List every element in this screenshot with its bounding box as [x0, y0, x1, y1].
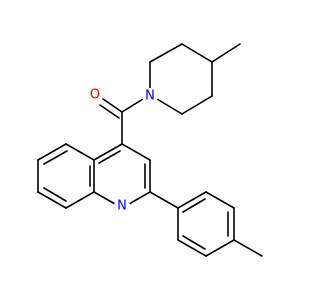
- bond: [102, 98, 123, 113]
- piperidine-nitrogen-label: N: [145, 89, 155, 104]
- bond: [99, 104, 120, 119]
- atom-layer: O N N: [87, 87, 158, 214]
- oxygen-atom-label: O: [90, 88, 100, 103]
- bond: [121, 98, 144, 113]
- bond: [98, 150, 121, 164]
- bond: [181, 95, 213, 115]
- bond: [177, 191, 207, 209]
- bond: [128, 191, 151, 205]
- bond: [233, 239, 263, 257]
- bond: [149, 43, 183, 63]
- bond: [177, 239, 207, 257]
- oxygen-atom: O: [87, 87, 103, 103]
- bond-layer: [37, 43, 263, 257]
- bond: [121, 143, 151, 161]
- bond: [205, 191, 235, 209]
- bond: [156, 98, 183, 115]
- bond: [37, 143, 67, 161]
- bond: [65, 191, 95, 209]
- molecule-diagram: O N N: [37, 43, 263, 257]
- piperidine-nitrogen-atom: N: [142, 88, 158, 104]
- bond: [149, 191, 179, 209]
- bond: [211, 43, 241, 63]
- bond: [205, 239, 235, 257]
- bond: [65, 143, 95, 161]
- bond: [182, 235, 206, 250]
- bond: [182, 198, 206, 213]
- quinoline-nitrogen-label: N: [117, 199, 127, 214]
- bond: [181, 43, 213, 63]
- bond: [93, 191, 116, 205]
- bond: [43, 150, 68, 165]
- bond: [43, 187, 67, 202]
- bond: [93, 143, 123, 161]
- quinoline-nitrogen-atom: N: [114, 198, 130, 214]
- bond: [37, 191, 67, 209]
